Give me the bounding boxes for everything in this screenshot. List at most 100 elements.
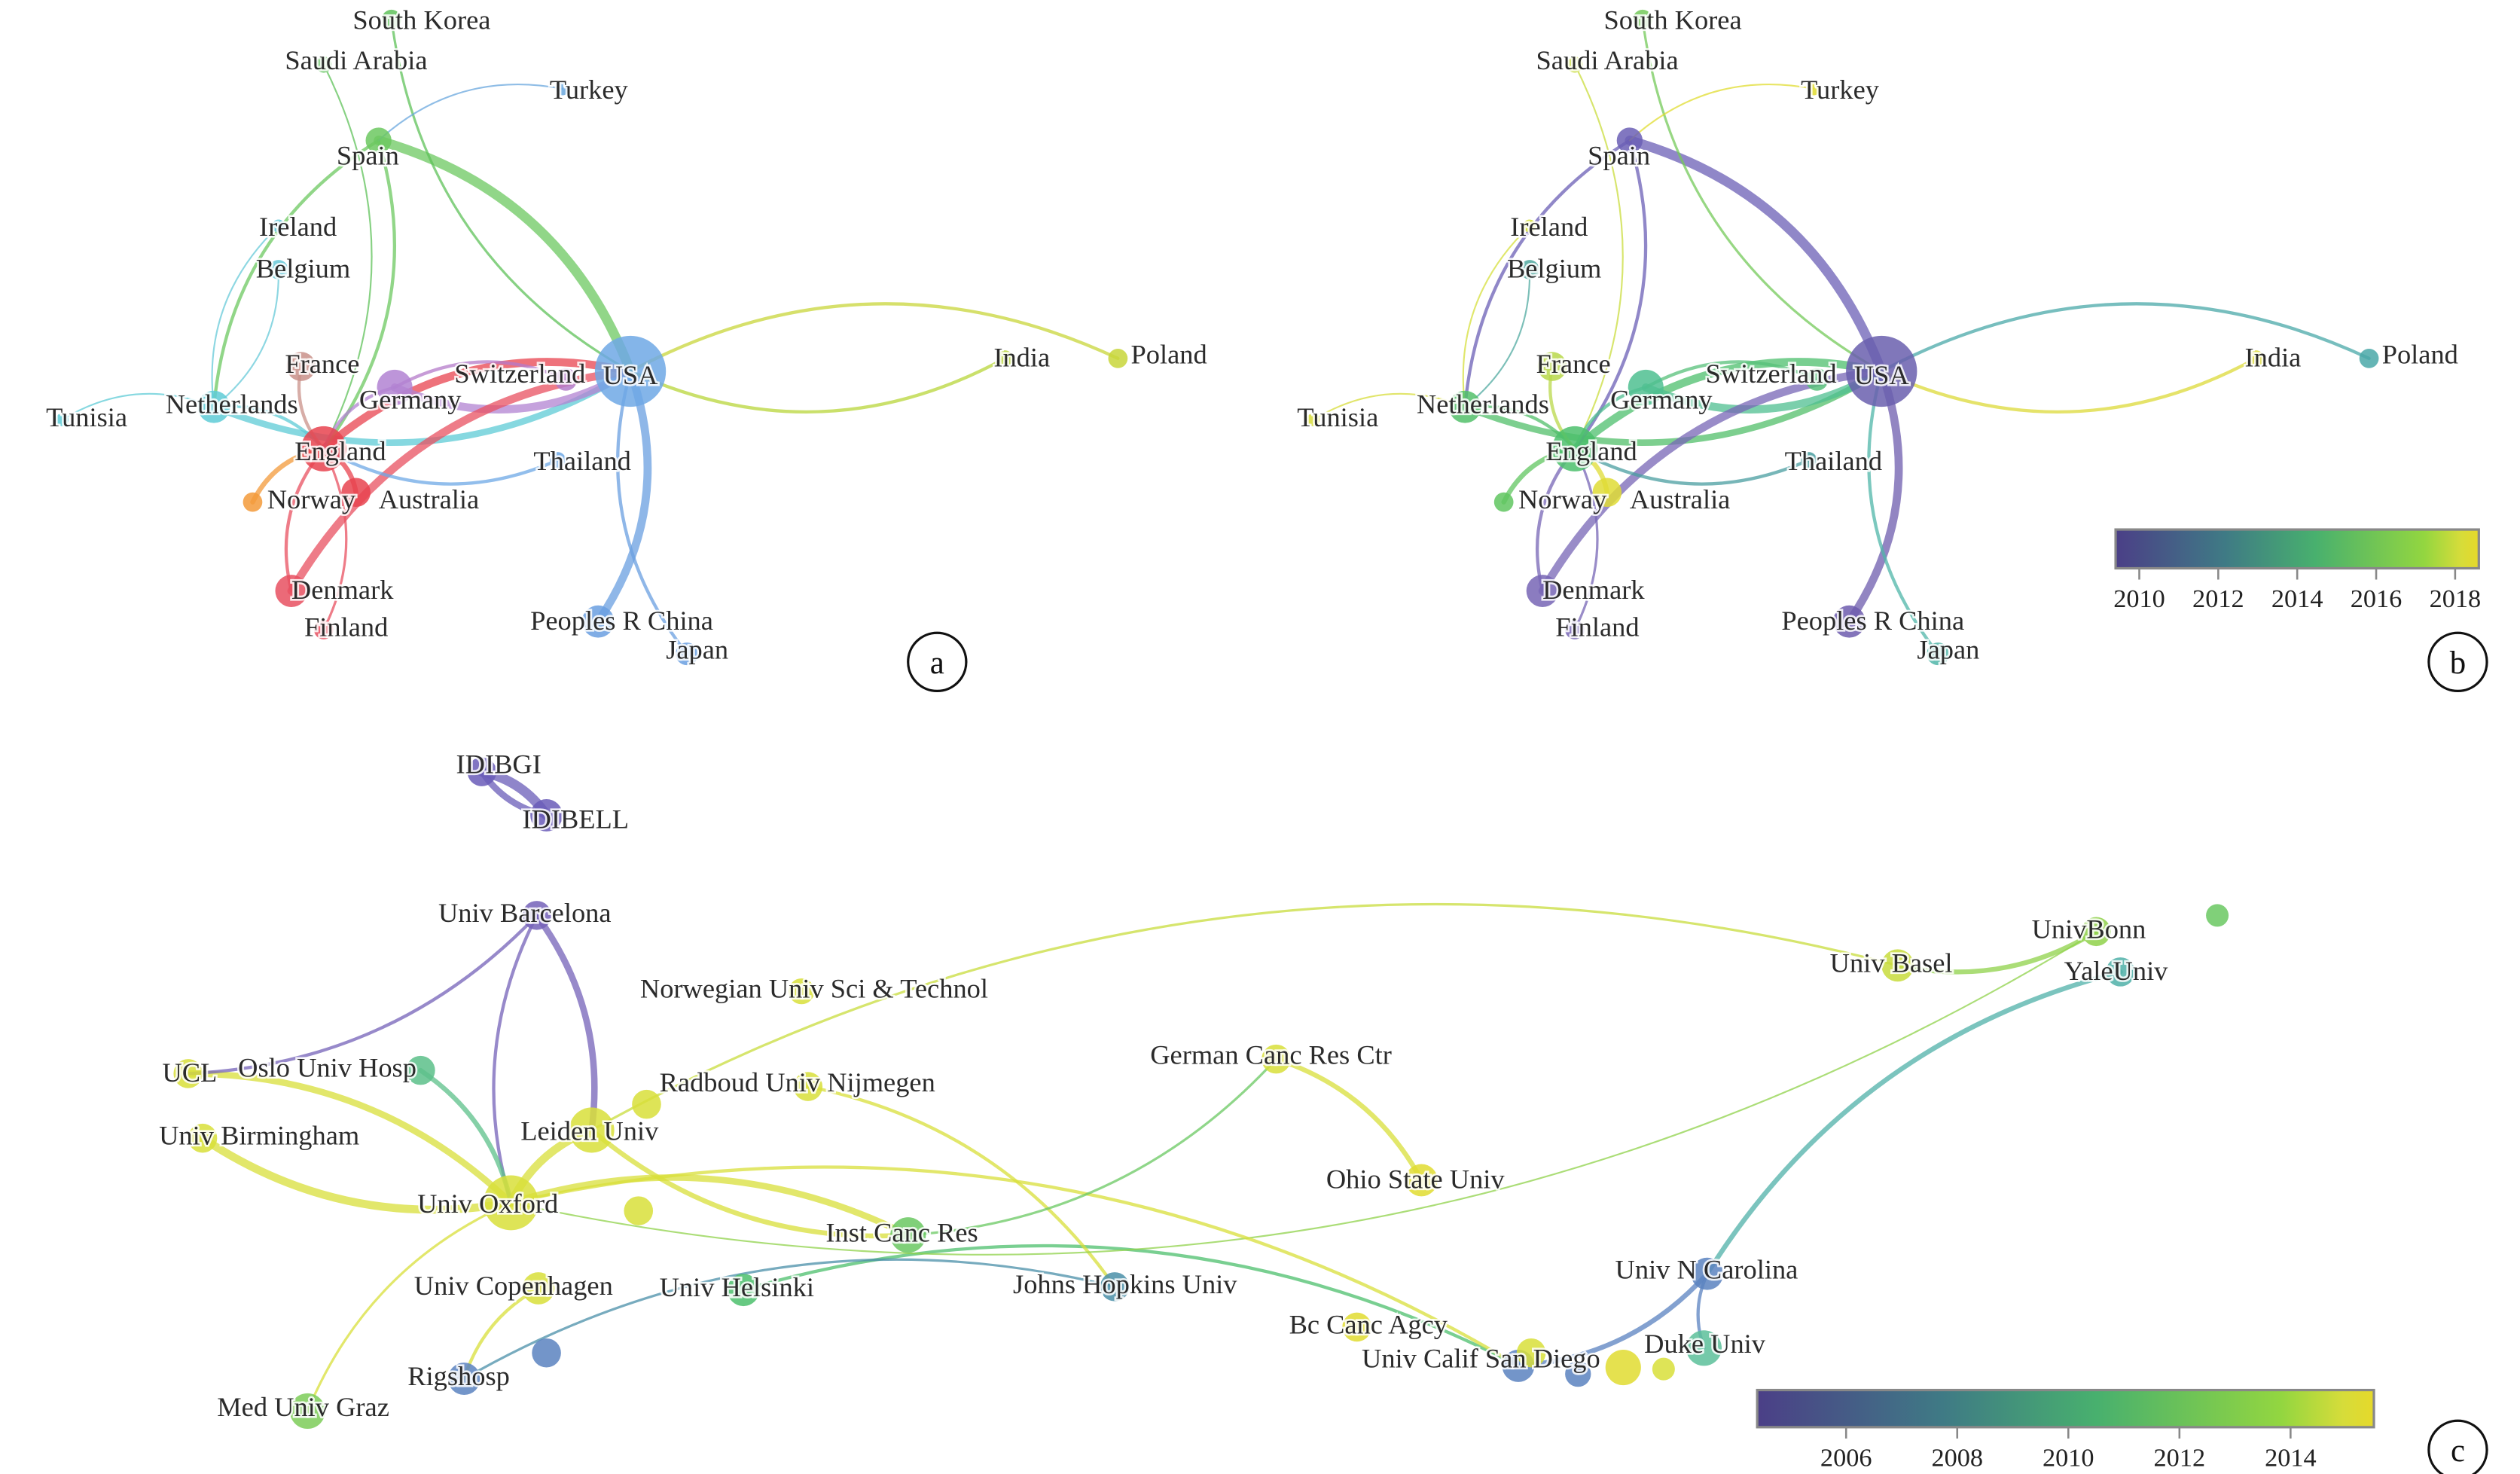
node-tunisia[interactable] — [1307, 413, 1320, 426]
node-india[interactable] — [2247, 350, 2265, 367]
node-spain[interactable] — [1616, 127, 1643, 154]
node-leiden-univ[interactable] — [569, 1107, 615, 1153]
node-label-univ-oxford: Univ Oxford — [417, 1189, 558, 1219]
link-german-canc-res-ctr-ohio-state-univ — [1274, 1056, 1424, 1183]
node-japan[interactable] — [676, 642, 699, 666]
node-france[interactable] — [286, 352, 316, 381]
node-med-univ-graz[interactable] — [289, 1393, 325, 1429]
node-saudi-arabia[interactable] — [1567, 56, 1583, 73]
node-oslo-univ-hosp[interactable] — [406, 1055, 435, 1085]
node-bc-canc-agcy[interactable] — [1342, 1312, 1371, 1342]
node-norway[interactable] — [1493, 492, 1514, 512]
link-thailand-england — [1573, 447, 1811, 486]
node-unlabeled[interactable] — [632, 1089, 661, 1119]
node-belgium[interactable] — [1520, 260, 1539, 279]
node-peoples-r-china[interactable] — [1832, 605, 1866, 638]
node-univ-copenhagen[interactable] — [522, 1272, 555, 1305]
node-usa[interactable] — [594, 335, 667, 407]
node-usa[interactable] — [1846, 335, 1917, 407]
node-label-finland: Finland — [1555, 612, 1639, 642]
node-univ-birmingham[interactable] — [188, 1123, 218, 1153]
node-germany[interactable] — [1628, 369, 1664, 406]
node-denmark[interactable] — [275, 575, 308, 607]
node-netherlands[interactable] — [197, 390, 230, 423]
colorbar-tick-label: 2016 — [2351, 584, 2403, 613]
node-germany[interactable] — [377, 369, 413, 406]
node-england[interactable] — [1551, 426, 1597, 471]
node-spain[interactable] — [365, 127, 392, 154]
node-turkey[interactable] — [556, 82, 569, 96]
node-france[interactable] — [1537, 352, 1567, 381]
node-poland[interactable] — [2359, 348, 2379, 368]
panel-c-edges — [185, 767, 2123, 1413]
node-inst-canc-res[interactable] — [890, 1217, 926, 1253]
node-england[interactable] — [301, 426, 346, 471]
link-ucl-univ-oxford — [185, 1070, 514, 1207]
node-unlabeled[interactable] — [532, 1338, 561, 1368]
node-australia[interactable] — [1592, 478, 1622, 508]
node-univ-n-carolina[interactable] — [1691, 1257, 1724, 1290]
node-unlabeled[interactable] — [1605, 1349, 1641, 1386]
node-label-australia: Australia — [1630, 484, 1731, 514]
node-thailand[interactable] — [549, 452, 566, 468]
colorbar-tick-label: 2018 — [2430, 584, 2482, 613]
node-unlabeled[interactable] — [624, 1196, 654, 1225]
node-label-france: France — [1536, 349, 1611, 379]
node-label-spain: Spain — [337, 141, 399, 171]
link-switzerland-germany — [392, 360, 568, 389]
node-south-korea[interactable] — [1633, 9, 1652, 29]
link-tunisia-netherlands — [1312, 392, 1466, 421]
node-unlabeled[interactable] — [2206, 904, 2229, 927]
node-label-poland: Poland — [1131, 339, 1207, 369]
node-german-canc-res-ctr[interactable] — [1262, 1044, 1291, 1074]
node-label-india: India — [2245, 343, 2302, 373]
node-switzerland[interactable] — [1805, 368, 1829, 391]
node-univ-barcelona[interactable] — [522, 901, 552, 930]
node-unlabeled[interactable] — [1565, 1360, 1591, 1387]
node-johns-hopkins-univ[interactable] — [1100, 1272, 1130, 1302]
node-rigshosp[interactable] — [447, 1363, 481, 1395]
node-india[interactable] — [996, 350, 1014, 367]
node-radboud-univ-nijmegen[interactable] — [793, 1072, 823, 1101]
node-australia[interactable] — [341, 478, 371, 508]
node-ucl[interactable] — [173, 1059, 203, 1088]
node-finland[interactable] — [1565, 620, 1585, 639]
node-netherlands[interactable] — [1448, 390, 1481, 423]
node-thailand[interactable] — [1801, 452, 1817, 468]
node-univ-helsinki[interactable] — [727, 1274, 760, 1307]
colorbar-tick-label: 2012 — [2154, 1443, 2206, 1472]
node-ireland[interactable] — [1523, 219, 1536, 233]
node-ohio-state-univ[interactable] — [1405, 1164, 1438, 1197]
node-label-univbonn: UnivBonn — [2032, 914, 2146, 944]
node-label-turkey: Turkey — [1801, 75, 1880, 105]
node-south-korea[interactable] — [381, 9, 401, 29]
link-univ-birmingham-univ-oxford — [198, 1134, 515, 1214]
node-univbonn[interactable] — [2082, 917, 2111, 947]
node-peoples-r-china[interactable] — [581, 605, 615, 638]
node-ireland[interactable] — [272, 219, 285, 233]
node-unlabeled[interactable] — [1652, 1357, 1675, 1381]
node-japan[interactable] — [1927, 642, 1950, 666]
node-idibell[interactable] — [530, 799, 563, 832]
node-label-usa: USA — [1854, 360, 1910, 390]
node-poland[interactable] — [1108, 348, 1128, 368]
link-univbonn-univ-basel — [1895, 929, 2099, 975]
node-belgium[interactable] — [268, 260, 288, 279]
node-denmark[interactable] — [1526, 575, 1559, 607]
node-tunisia[interactable] — [55, 413, 69, 426]
node-norwegian-univ-sci-technol[interactable] — [789, 978, 815, 1005]
node-finland[interactable] — [313, 620, 334, 639]
node-label-univ-n-carolina: Univ N Carolina — [1615, 1255, 1798, 1285]
link-turkey-spain — [377, 83, 564, 142]
node-univ-oxford[interactable] — [483, 1175, 538, 1231]
node-yaleuniv[interactable] — [2106, 957, 2135, 987]
colorbar-tick-label: 2008 — [1931, 1443, 1983, 1472]
node-univ-basel[interactable] — [1881, 949, 1914, 982]
node-norway[interactable] — [243, 492, 263, 512]
node-switzerland[interactable] — [554, 368, 578, 391]
node-saudi-arabia[interactable] — [316, 56, 332, 73]
node-unlabeled[interactable] — [1516, 1338, 1546, 1368]
node-turkey[interactable] — [1807, 82, 1820, 96]
node-duke-univ[interactable] — [1686, 1330, 1722, 1366]
node-idibgi[interactable] — [467, 757, 497, 786]
